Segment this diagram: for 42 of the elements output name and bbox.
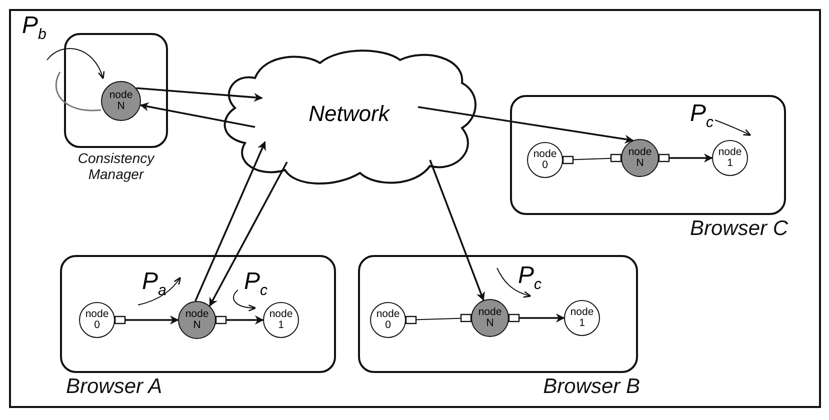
arrow bbox=[508, 314, 565, 322]
node-circle bbox=[527, 142, 563, 178]
node-circle bbox=[263, 302, 299, 338]
node-circle bbox=[101, 81, 141, 121]
arrow bbox=[136, 87, 263, 102]
node-label: node 1 bbox=[268, 308, 294, 332]
arrow bbox=[215, 316, 264, 324]
arrow bbox=[658, 154, 713, 162]
arrow bbox=[140, 102, 256, 128]
node-label: node N bbox=[477, 306, 503, 330]
node-label: node 1 bbox=[569, 306, 595, 330]
process-label: P$_{c}$ bbox=[244, 268, 268, 299]
node-label: node N bbox=[184, 308, 210, 332]
panel-label: Browser A bbox=[66, 375, 162, 399]
node-circle bbox=[712, 140, 748, 176]
arrow bbox=[194, 141, 266, 302]
process-label: P$_{a}$ bbox=[142, 268, 166, 299]
arrow bbox=[114, 316, 179, 324]
arrow bbox=[418, 106, 634, 144]
panel-label: Browser B bbox=[543, 375, 640, 399]
node-circle bbox=[178, 301, 216, 339]
process-label: P$_{c}$ bbox=[518, 262, 542, 293]
node-circle bbox=[621, 139, 659, 177]
panel-label: Consistency Manager bbox=[76, 150, 156, 182]
node-label: node 0 bbox=[532, 148, 558, 172]
node-label: node 0 bbox=[84, 308, 110, 332]
process-label: P$_{b}$ bbox=[22, 12, 46, 43]
node-circle bbox=[564, 300, 600, 336]
node-circle bbox=[471, 299, 509, 337]
node-label: node 1 bbox=[717, 146, 743, 170]
node-label: node N bbox=[627, 146, 653, 170]
arrow bbox=[429, 160, 485, 301]
node-circle bbox=[79, 302, 115, 338]
arrow bbox=[562, 154, 622, 164]
panel-label: Browser C bbox=[690, 217, 788, 241]
arrow bbox=[405, 314, 472, 324]
arrow bbox=[208, 162, 288, 307]
network-label: Network bbox=[308, 101, 391, 127]
node-label: node N bbox=[108, 90, 134, 112]
node-circle bbox=[370, 302, 406, 338]
node-label: node 0 bbox=[375, 308, 401, 332]
process-label: P$_{c}$ bbox=[690, 100, 714, 131]
